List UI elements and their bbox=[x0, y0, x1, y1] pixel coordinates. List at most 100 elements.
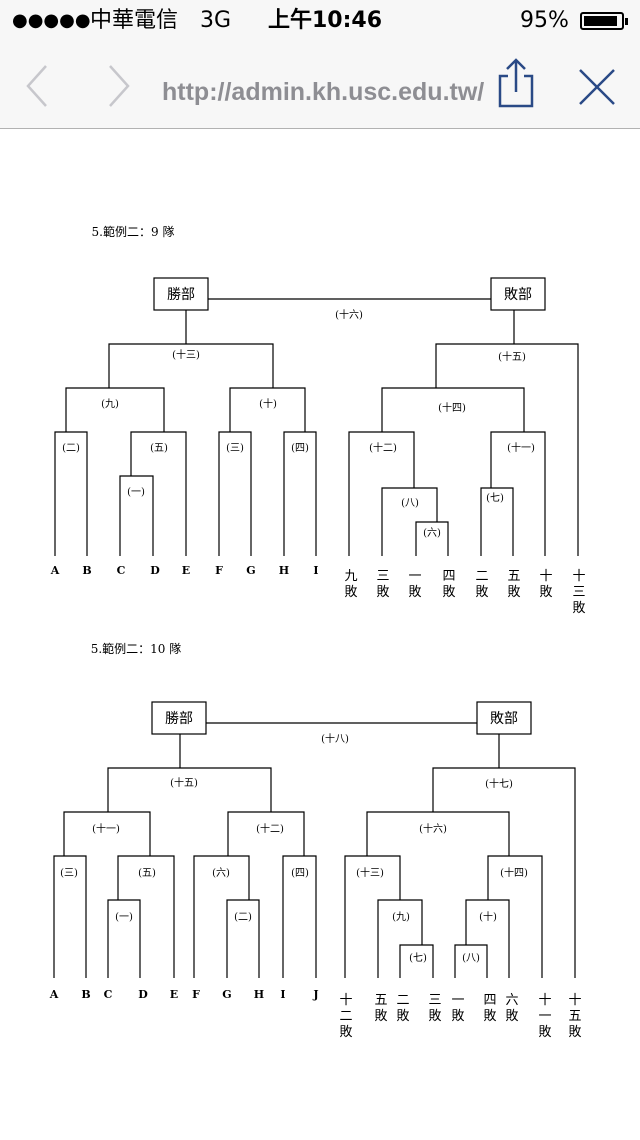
browser-toolbar: ●●●●● 中華電信 3G 上午10:46 95% http://admin.k… bbox=[0, 0, 640, 129]
url-address[interactable]: http://admin.kh.usc.edu.tw/ bbox=[162, 78, 485, 106]
bracket-line bbox=[193, 855, 250, 978]
team-label: B bbox=[82, 564, 91, 577]
loser-entry-char: 五 bbox=[374, 993, 387, 1008]
bracket-line bbox=[117, 855, 175, 978]
match-label: (一) bbox=[115, 912, 133, 923]
loser-entry-char: 敗 bbox=[505, 1009, 518, 1024]
loser-entry-char: 敗 bbox=[483, 1009, 496, 1024]
team-label: G bbox=[246, 564, 255, 577]
bracket-line bbox=[415, 521, 449, 556]
loser-entry-char: 一 bbox=[408, 569, 421, 584]
forward-button[interactable] bbox=[92, 58, 148, 114]
match-label: (一) bbox=[127, 487, 145, 498]
loser-entry-char: 十 bbox=[568, 993, 581, 1008]
network-type: 3G bbox=[200, 8, 232, 33]
match-label: (十六) bbox=[335, 308, 363, 321]
match-label: (九) bbox=[392, 911, 410, 923]
bracket-line bbox=[53, 855, 87, 978]
bracket-line bbox=[107, 767, 272, 812]
carrier-name: 中華電信 bbox=[90, 8, 179, 33]
close-button[interactable] bbox=[570, 58, 626, 114]
team-label: E bbox=[182, 564, 190, 577]
match-label: (十六) bbox=[419, 822, 447, 835]
match-label: (七) bbox=[486, 492, 504, 504]
losers-box bbox=[476, 701, 532, 735]
match-label: (二) bbox=[234, 912, 252, 923]
loser-entry-char: 敗 bbox=[451, 1009, 464, 1024]
match-label: (三) bbox=[60, 868, 78, 879]
loser-entry-char: 四 bbox=[483, 993, 496, 1008]
team-label: A bbox=[49, 988, 59, 1001]
match-label: (八) bbox=[462, 953, 480, 964]
winners-box-label: 勝部 bbox=[167, 287, 195, 303]
loser-entry-char: 一 bbox=[451, 993, 464, 1008]
winners-box-label: 勝部 bbox=[165, 711, 193, 727]
bracket-line bbox=[487, 855, 543, 978]
loser-entry-char: 三 bbox=[572, 585, 585, 600]
loser-entry-char: 五 bbox=[568, 1009, 581, 1024]
match-label: (五) bbox=[138, 868, 156, 879]
team-label: D bbox=[150, 564, 160, 577]
bracket-line bbox=[108, 343, 274, 388]
match-label: (四) bbox=[291, 868, 309, 879]
share-button[interactable] bbox=[488, 58, 544, 114]
loser-entry-char: 敗 bbox=[428, 1009, 441, 1024]
team-label: F bbox=[192, 988, 200, 1001]
match-label: (十二) bbox=[256, 822, 284, 835]
bracket-line bbox=[490, 431, 546, 556]
bracket-line bbox=[283, 431, 317, 556]
match-label: (六) bbox=[212, 867, 230, 879]
team-label: H bbox=[279, 564, 289, 577]
bracket-line bbox=[432, 767, 576, 978]
bracket-line bbox=[465, 899, 510, 978]
match-label: (九) bbox=[101, 398, 119, 410]
team-label: F bbox=[215, 564, 223, 577]
bracket-line bbox=[377, 899, 423, 978]
team-label: C bbox=[104, 988, 113, 1001]
loser-entry-char: 敗 bbox=[374, 1009, 387, 1024]
match-label: (十三) bbox=[356, 866, 384, 879]
bracket-line bbox=[227, 811, 305, 856]
match-label: (八) bbox=[401, 498, 419, 509]
loser-entry-char: 十 bbox=[539, 569, 552, 584]
bracket-line bbox=[119, 475, 154, 556]
bracket-line bbox=[218, 431, 252, 556]
bracket-caption: 5.範例二：10 隊 bbox=[91, 641, 182, 656]
match-label: (十四) bbox=[438, 401, 466, 414]
match-label: (十) bbox=[259, 397, 277, 410]
match-label: (十三) bbox=[172, 348, 200, 361]
loser-entry-char: 敗 bbox=[507, 585, 520, 600]
bracket-line bbox=[399, 944, 434, 978]
bracket-line bbox=[65, 387, 165, 432]
loser-entry-char: 二 bbox=[475, 569, 488, 584]
team-label: H bbox=[254, 988, 264, 1001]
battery-icon bbox=[580, 12, 628, 30]
match-label: (十五) bbox=[170, 776, 198, 789]
match-label: (十) bbox=[479, 910, 497, 923]
loser-entry-char: 敗 bbox=[408, 585, 421, 600]
web-content[interactable]: 5.範例二：9 隊勝部敗部(十六)(十三)(九)(十)(二)(五)(一)(三)(… bbox=[0, 129, 640, 1136]
losers-box-label: 敗部 bbox=[504, 287, 532, 303]
bracket-line bbox=[381, 487, 438, 556]
close-icon bbox=[579, 69, 615, 105]
loser-entry-char: 敗 bbox=[538, 1025, 551, 1040]
loser-entry-char: 十 bbox=[538, 993, 551, 1008]
team-label: A bbox=[50, 564, 60, 577]
loser-entry-char: 五 bbox=[507, 569, 520, 584]
loser-entry-char: 三 bbox=[428, 993, 441, 1008]
back-chevron-icon bbox=[26, 65, 47, 107]
bracket-line bbox=[480, 487, 514, 556]
match-label: (三) bbox=[226, 443, 244, 454]
loser-entry-char: 敗 bbox=[376, 585, 389, 600]
loser-entry-char: 敗 bbox=[568, 1025, 581, 1040]
team-label: I bbox=[280, 988, 285, 1001]
loser-entry-char: 敗 bbox=[396, 1009, 409, 1024]
back-button[interactable] bbox=[10, 58, 66, 114]
match-label: (七) bbox=[409, 952, 427, 964]
bracket-document: 5.範例二：9 隊勝部敗部(十六)(十三)(九)(十)(二)(五)(一)(三)(… bbox=[49, 224, 586, 1040]
bracket-line bbox=[226, 899, 260, 978]
team-label: G bbox=[222, 988, 231, 1001]
team-label: C bbox=[117, 564, 126, 577]
losers-box bbox=[490, 277, 546, 311]
loser-entry-char: 敗 bbox=[339, 1025, 352, 1040]
